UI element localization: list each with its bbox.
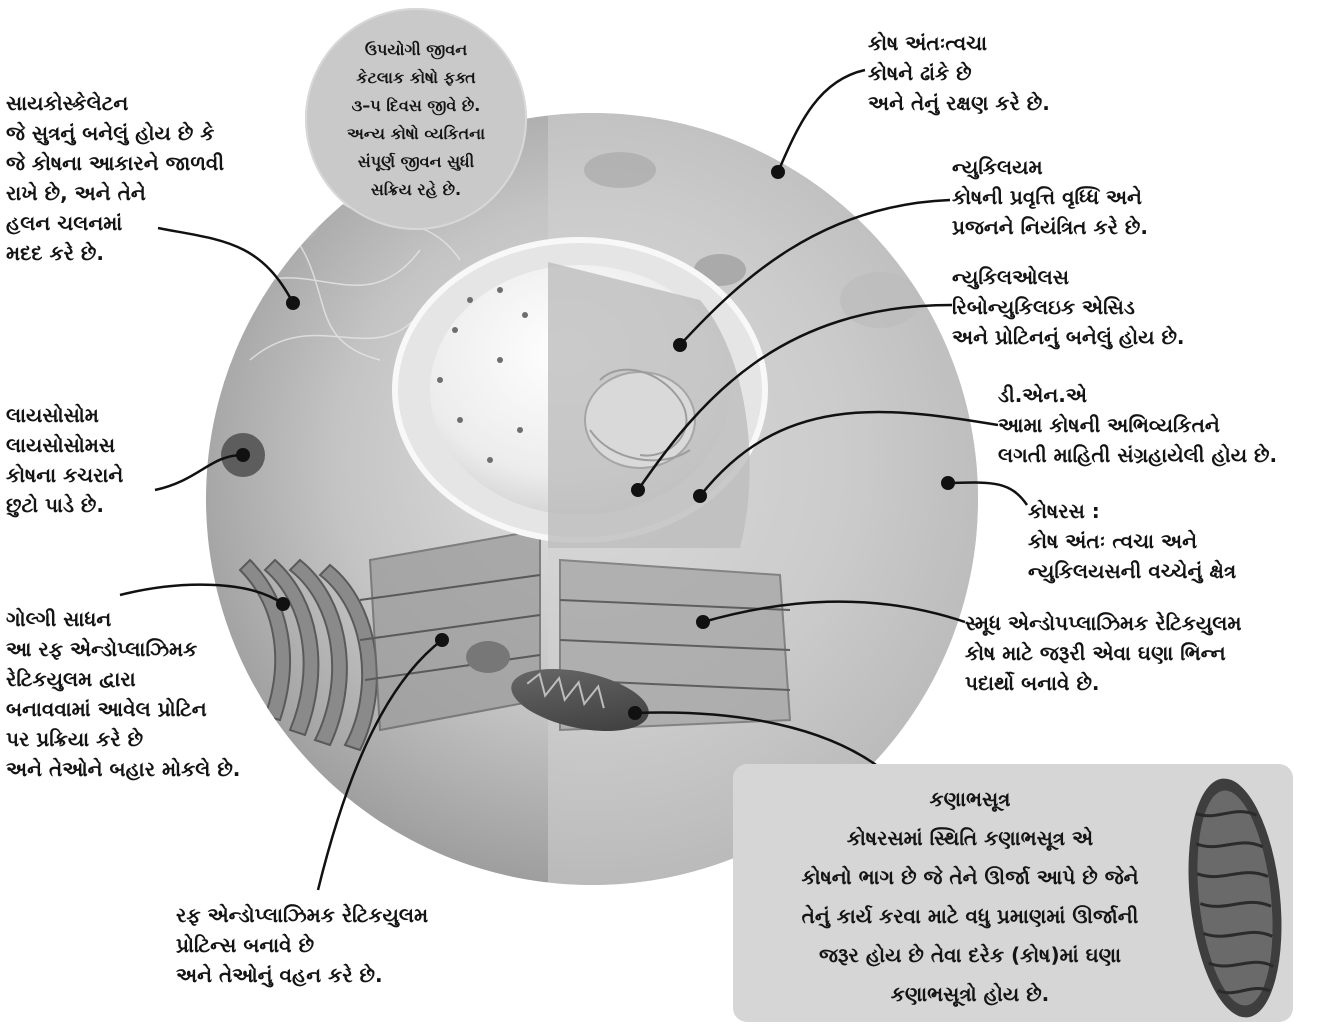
label-line: કોષને ઢાંકે છે xyxy=(868,58,1050,88)
vesicle xyxy=(280,198,320,242)
label-title: ન્યુકિલયમ xyxy=(952,152,1148,182)
label-title: સાયકોસ્કેલેટન xyxy=(6,88,224,118)
label-title: સ્મૂધ એન્ડોપપ્લાઝિમક રેટિકયુલમ xyxy=(965,608,1241,638)
label-line: લગતી માહિતી સંગ્રહાયેલી હોય છે. xyxy=(998,440,1277,470)
label-line: રેટિકયુલમ દ્વારા xyxy=(6,664,240,694)
leader-line-membrane xyxy=(778,70,865,172)
label-line: કોષ માટે જરૂરી એવા ઘણા ભિન્ન xyxy=(965,638,1241,668)
label-line: પર પ્રક્રિયા કરે છે xyxy=(6,724,240,754)
label-line: મદદ કરે છે. xyxy=(6,238,224,268)
label-cytoplasm: કોષરસ : કોષ અંતઃ ત્વચા અને ન્યુકિલયસની વ… xyxy=(1028,496,1236,586)
label-line: પ્રોટિન્સ બનાવે છે xyxy=(176,930,428,960)
vesicle xyxy=(466,641,510,673)
bubble-line: ૩–૫ દિવસ જીવે છે. xyxy=(347,92,485,120)
label-nucleolus: ન્યુકિલઓલસ રિબોન્યુકિલઇક એસિડ અને પ્રોટિ… xyxy=(952,262,1185,352)
label-line: રિબોન્યુકિલઇક એસિડ xyxy=(952,292,1185,322)
label-line: કોષના કચરાને xyxy=(6,460,123,490)
label-cell-membrane: કોષ અંતઃત્વચા કોષને ઢાંકે છે અને તેનું ર… xyxy=(868,28,1050,118)
bubble-line: કેટલાક કોષો ફક્ત xyxy=(347,64,485,92)
label-line: જે કોષના આકારને જાળવી xyxy=(6,148,224,178)
rough-er-folds xyxy=(360,530,540,730)
nucleolus-organelle xyxy=(585,372,695,468)
label-title: કોષરસ : xyxy=(1028,496,1236,526)
label-dna: ડી.એન.એ આમા કોષની અભિવ્યકિતને લગતી માહિત… xyxy=(998,380,1277,470)
lifespan-bubble: ઉપયોગી જીવન કેટલાક કોષો ફક્ત ૩–૫ દિવસ જી… xyxy=(305,8,527,230)
label-lysosome: લાયસોસોમ લાયસોસોમસ કોષના કચરાને છુટો પાડ… xyxy=(6,400,123,520)
bubble-line: અન્ય કોષો વ્યકિતના xyxy=(347,120,485,148)
label-title: ન્યુકિલઓલસ xyxy=(952,262,1185,292)
bubble-line: ઉપયોગી જીવન xyxy=(347,36,485,64)
label-line: કણાભસૂત્રો હોય છે. xyxy=(740,975,1200,1014)
label-cytoskeleton: સાયકોસ્કેલેટન જે સુત્રનું બનેલું હોય છે … xyxy=(6,88,224,268)
vesicle xyxy=(840,272,920,328)
label-line: જરૂર હોય છે તેવા દરેક (કોષ)માં ઘણા xyxy=(740,936,1200,975)
label-smooth-er: સ્મૂધ એન્ડોપપ્લાઝિમક રેટિકયુલમ કોષ માટે … xyxy=(965,608,1241,698)
label-line: પ્રજનને નિયંત્રિત કરે છે. xyxy=(952,212,1148,242)
label-title: રફ એન્ડોપ્લાઝિમક રેટિકયુલમ xyxy=(176,900,428,930)
label-title: લાયસોસોમ xyxy=(6,400,123,430)
label-line: કોષનો ભાગ છે જે તેને ઊર્જા આપે છે જેને xyxy=(740,858,1200,897)
label-line: હલન ચલનમાં xyxy=(6,208,224,238)
label-line: અને પ્રોટિનનું બનેલું હોય છે. xyxy=(952,322,1185,352)
label-title: ગોલ્ગી સાધન xyxy=(6,604,240,634)
label-golgi: ગોલ્ગી સાધન આ રફ એન્ડોપ્લાઝિમક રેટિકયુલમ… xyxy=(6,604,240,784)
label-line: આમા કોષની અભિવ્યકિતને xyxy=(998,410,1277,440)
label-title: ડી.એન.એ xyxy=(998,380,1277,410)
bubble-line: સક્રિય રહે છે. xyxy=(347,176,485,204)
label-line: કોષની પ્રવૃત્તિ વૃધ્ધિ અને xyxy=(952,182,1148,212)
label-line: રાખે છે, અને તેને xyxy=(6,178,224,208)
label-line: પદાર્થો બનાવે છે. xyxy=(965,668,1241,698)
bubble-line: સંપૂર્ણ જીવન સુધી xyxy=(347,148,485,176)
label-line: આ રફ એન્ડોપ્લાઝિમક xyxy=(6,634,240,664)
label-line: બનાવવામાં આવેલ પ્રોટિન xyxy=(6,694,240,724)
label-line: અને તેઓનું વહન કરે છે. xyxy=(176,960,428,990)
label-line: તેનું કાર્ય કરવા માટે વધુ પ્રમાણમાં ઊર્જ… xyxy=(740,897,1200,936)
label-line: લાયસોસોમસ xyxy=(6,430,123,460)
label-line: જે સુત્રનું બનેલું હોય છે કે xyxy=(6,118,224,148)
label-line: ન્યુકિલયસની વચ્ચેનું ક્ષેત્ર xyxy=(1028,556,1236,586)
label-line: અને તેનું રક્ષણ કરે છે. xyxy=(868,88,1050,118)
label-title: કોષ અંતઃત્વચા xyxy=(868,28,1050,58)
label-line: કોષ અંતઃ ત્વચા અને xyxy=(1028,526,1236,556)
label-rough-er: રફ એન્ડોપ્લાઝિમક રેટિકયુલમ પ્રોટિન્સ બના… xyxy=(176,900,428,990)
label-nucleus: ન્યુકિલયમ કોષની પ્રવૃત્તિ વૃધ્ધિ અને પ્ર… xyxy=(952,152,1148,242)
label-line: અને તેઓને બહાર મોકલે છે. xyxy=(6,754,240,784)
label-title: કણાભસૂત્ર xyxy=(740,780,1200,819)
label-mitochondria: કણાભસૂત્ર કોષરસમાં સ્થિતિ કણાભસૂત્ર એ કો… xyxy=(740,780,1200,1014)
vesicle xyxy=(584,152,656,188)
label-line: છુટો પાડે છે. xyxy=(6,490,123,520)
label-line: કોષરસમાં સ્થિતિ કણાભસૂત્ર એ xyxy=(740,819,1200,858)
